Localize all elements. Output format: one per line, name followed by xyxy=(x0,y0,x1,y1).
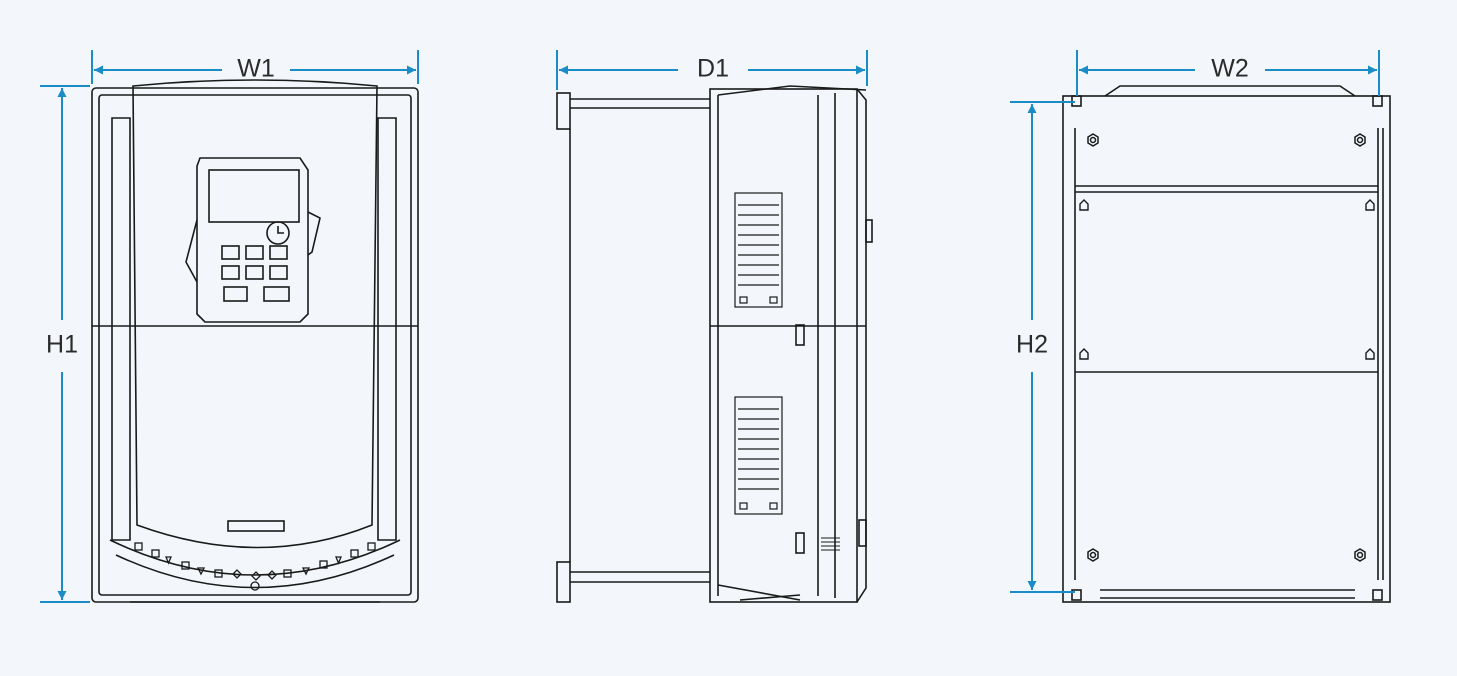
rear-bracket-top xyxy=(556,92,571,130)
back-view xyxy=(1062,85,1391,603)
label-w2: W2 xyxy=(1211,55,1249,83)
front-housing-outline xyxy=(91,87,419,603)
mount-slot-bottom-left xyxy=(1071,589,1082,601)
label-w1: W1 xyxy=(237,55,275,83)
side-body xyxy=(709,88,858,603)
mount-slot-bottom-right xyxy=(1372,589,1383,601)
keypad-dial-icon xyxy=(266,221,290,245)
control-keypad xyxy=(185,157,321,323)
indicator-row xyxy=(134,542,376,591)
front-cover xyxy=(132,79,378,549)
vent-grill-top xyxy=(734,192,783,308)
mount-slot-top-right xyxy=(1372,95,1383,107)
back-plate xyxy=(1062,95,1391,603)
vent-grill-bottom xyxy=(734,396,783,515)
keypad-display xyxy=(208,169,300,223)
dimension-lines xyxy=(40,50,1380,603)
side-view xyxy=(556,85,873,603)
label-d1: D1 xyxy=(697,55,729,83)
hex-nut-icon xyxy=(1087,133,1366,562)
rear-bracket-bottom xyxy=(556,561,571,603)
front-view xyxy=(91,79,419,603)
logo-plate xyxy=(227,520,285,532)
label-h2: H2 xyxy=(1016,331,1048,359)
label-h1: H1 xyxy=(46,331,78,359)
